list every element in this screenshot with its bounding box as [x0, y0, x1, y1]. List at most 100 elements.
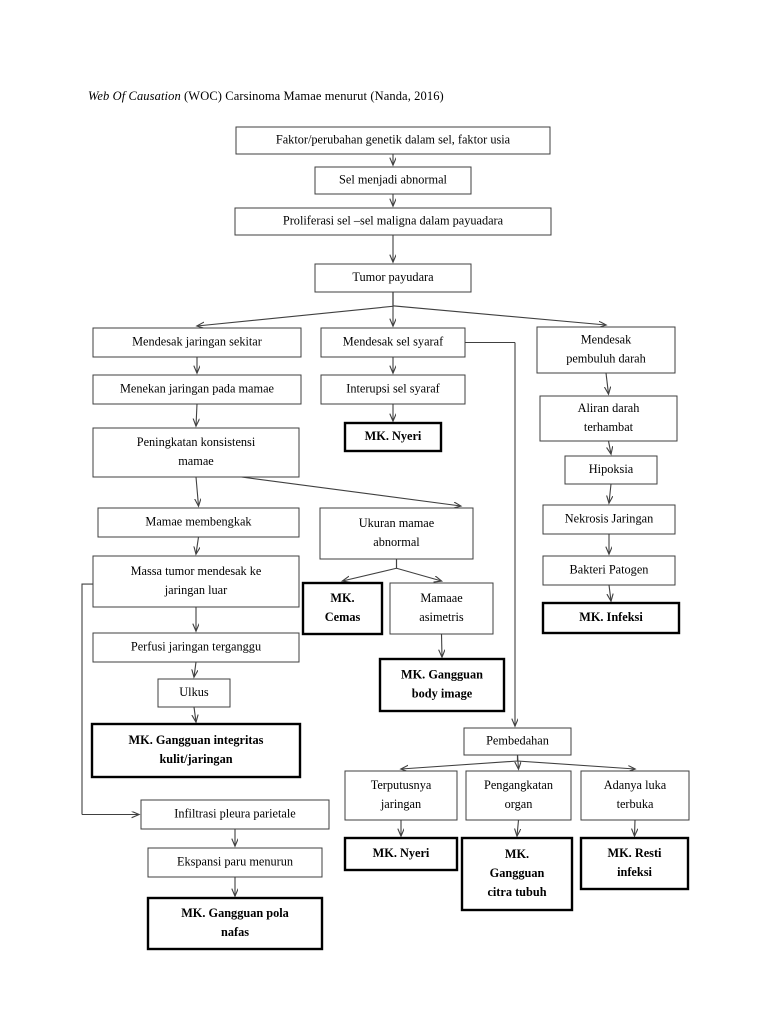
node-box [234, 207, 552, 236]
flow-node: Ulkus [157, 678, 231, 708]
node-box [92, 327, 302, 358]
node-label: Nekrosis Jaringan [565, 511, 653, 525]
flow-edge [392, 292, 606, 325]
node-layer: Faktor/perubahan genetik dalam sel, fakt… [90, 126, 690, 951]
flow-node: Hipoksia [564, 455, 658, 485]
flow-node: Pembedahan [463, 727, 572, 756]
flow-edge [516, 755, 636, 769]
flow-edge [196, 403, 197, 426]
flow-edge [609, 440, 612, 454]
node-label: MK. Nyeri [373, 846, 430, 860]
node-label: Mamae membengkak [145, 514, 252, 528]
flow-node: MK. Nyeri [343, 421, 443, 453]
node-label: MK. Infeksi [579, 610, 643, 624]
node-label: MK.Cemas [325, 591, 361, 624]
flow-edge [343, 559, 398, 581]
node-label: Infiltrasi pleura parietale [174, 806, 296, 820]
node-label: MK. Nyeri [365, 429, 422, 443]
node-label: Ekspansi paru menurun [177, 854, 293, 868]
node-label: Interupsi sel syaraf [346, 381, 440, 395]
node-box [92, 555, 300, 608]
flow-edge [81, 583, 93, 815]
node-box [460, 836, 574, 912]
flow-edge [609, 483, 611, 503]
node-box [301, 581, 384, 636]
flow-edge [517, 819, 519, 836]
flow-edge [196, 476, 199, 506]
flow-edge [395, 559, 442, 581]
flow-node: MK. Infeksi [541, 601, 681, 635]
flow-edge [197, 292, 394, 326]
flow-node: Mamae membengkak [97, 507, 300, 538]
flow-node: MK. Nyeri [343, 836, 459, 872]
node-box [539, 395, 678, 442]
node-box [343, 836, 459, 872]
node-box [465, 770, 572, 821]
flow-node: Menekan jaringan pada mamae [92, 374, 302, 405]
node-label: Tumor payudara [352, 270, 434, 284]
flow-edge [194, 706, 196, 722]
node-box [90, 722, 302, 779]
node-box [580, 770, 690, 821]
node-box [344, 770, 458, 821]
node-box [92, 632, 300, 663]
node-box [378, 657, 506, 713]
flow-node: Ekspansi paru menurun [147, 847, 323, 878]
node-label: Mendesak jaringan sekitar [132, 334, 262, 348]
node-box [564, 455, 658, 485]
node-label: Perfusi jaringan terganggu [131, 639, 261, 653]
node-box [389, 582, 494, 635]
node-box [92, 427, 300, 478]
flow-edge [194, 661, 196, 677]
node-box [542, 504, 676, 535]
node-box [536, 326, 676, 374]
page-title: Web Of Causation (WOC) Carsinoma Mamae m… [88, 89, 444, 104]
flow-edge [635, 819, 636, 836]
flow-node: Nekrosis Jaringan [542, 504, 676, 535]
flow-node: Bakteri Patogen [542, 555, 676, 586]
node-label: Mendesak sel syaraf [343, 334, 444, 348]
node-box [97, 507, 300, 538]
node-box [542, 555, 676, 586]
flow-node: Proliferasi sel –sel maligna dalam payua… [234, 207, 552, 236]
node-box [463, 727, 572, 756]
page-title-italic-part: Web Of Causation [88, 89, 181, 103]
edge-layer [81, 154, 636, 896]
node-box [320, 374, 466, 405]
flow-node: Sel menjadi abnormal [314, 166, 472, 195]
node-box [541, 601, 681, 635]
node-box [140, 799, 330, 830]
node-box [92, 374, 302, 405]
flow-node: Mendesak jaringan sekitar [92, 327, 302, 358]
flow-node: Perfusi jaringan terganggu [92, 632, 300, 663]
node-box [579, 836, 690, 891]
node-label: Proliferasi sel –sel maligna dalam payua… [283, 213, 504, 227]
node-box [320, 327, 466, 358]
flow-edge [442, 633, 443, 657]
node-box [146, 896, 324, 951]
node-box [157, 678, 231, 708]
node-label: Bakteri Patogen [570, 562, 649, 576]
page-title-rest: (WOC) Carsinoma Mamae menurut (Nanda, 20… [180, 89, 444, 103]
